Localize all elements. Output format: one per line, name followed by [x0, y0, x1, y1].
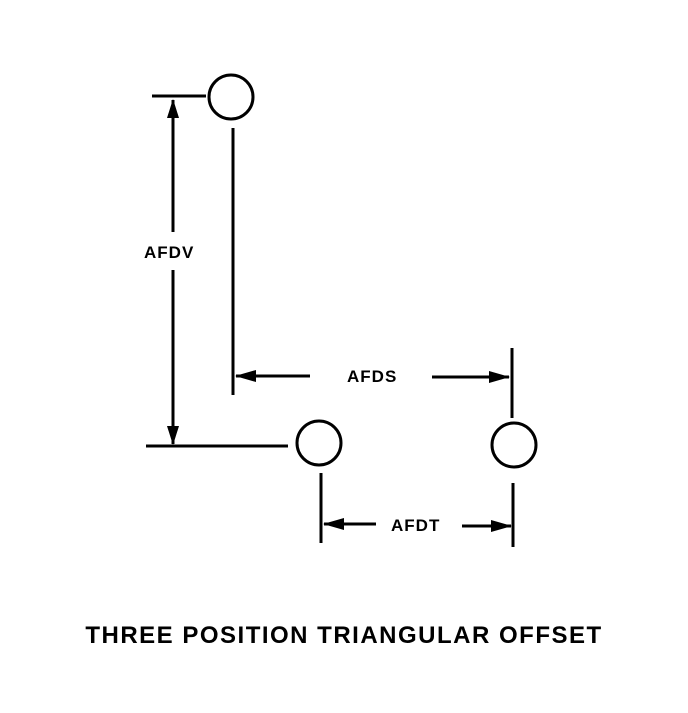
position-circle-bottom-right	[490, 421, 538, 469]
afdv-label: AFDV	[144, 243, 194, 262]
afdv-arrowhead-down	[167, 426, 179, 445]
afdt-arrowhead-right	[491, 520, 512, 532]
afdv-arrowhead-up	[167, 99, 179, 118]
afds-arrowhead-right	[489, 371, 510, 383]
position-circle-bottom-left	[295, 419, 343, 467]
afdt-arrowhead-left	[323, 518, 344, 530]
afdt-label: AFDT	[391, 516, 440, 535]
position-circle-top	[207, 73, 255, 121]
afds-label: AFDS	[347, 367, 397, 386]
diagram-caption: THREE POSITION TRIANGULAR OFFSET	[85, 622, 603, 649]
afds-arrowhead-left	[235, 370, 256, 382]
